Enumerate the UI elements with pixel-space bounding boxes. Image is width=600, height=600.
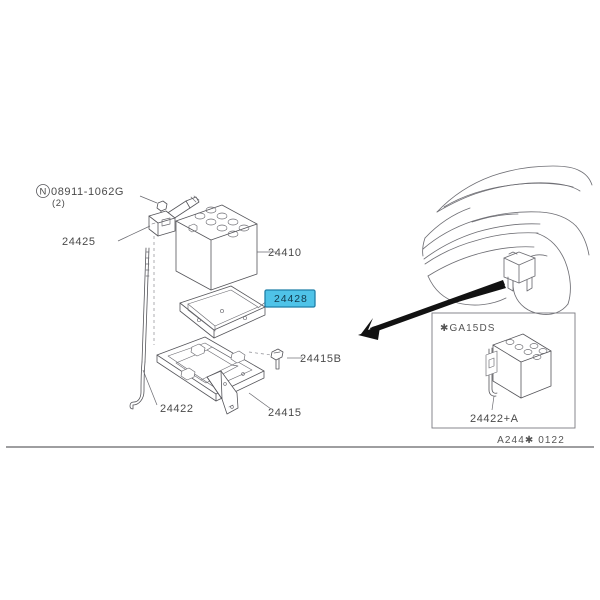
inset-battery-drawing xyxy=(485,333,552,399)
inset-part-number: 24422+A xyxy=(470,413,519,425)
nut-part-code: 08911-1062G xyxy=(51,186,124,198)
vehicle-illustration xyxy=(422,165,593,315)
hold-down-rod-part: 24422 xyxy=(129,247,194,415)
hold-down-clamp-assembly: 24425 xyxy=(62,195,200,345)
label-24425: 24425 xyxy=(62,236,96,248)
inset-engine-code: ✱GA15DS xyxy=(440,323,496,334)
highlight-label: 24428 xyxy=(274,293,308,305)
label-24415B: 24415B xyxy=(300,353,342,365)
highlight-box[interactable] xyxy=(264,289,316,308)
nut-quantity: (2) xyxy=(52,198,65,209)
label-24415: 24415 xyxy=(268,407,302,419)
label-24410: 24410 xyxy=(268,247,302,259)
drawing-code: A244✱ 0122 xyxy=(497,435,565,446)
battery-tray-part xyxy=(179,285,269,339)
nut-callout: N 08911-1062G (2) xyxy=(36,184,158,209)
highlighted-part-number[interactable]: 24428 xyxy=(264,289,316,308)
nut-symbol-letter: N xyxy=(40,187,47,198)
inset-border xyxy=(431,312,576,429)
battery-part: 24410 xyxy=(175,204,302,291)
location-pointer-arrow xyxy=(358,280,506,340)
bolt-callout: 24415B xyxy=(248,348,342,370)
battery-location-marker xyxy=(503,251,536,292)
battery-cell-caps xyxy=(194,206,250,238)
battery-carrier-part: 24415 xyxy=(156,336,302,419)
label-24422: 24422 xyxy=(160,403,194,415)
variant-inset-box: ✱GA15DS 24422+A xyxy=(431,312,576,429)
